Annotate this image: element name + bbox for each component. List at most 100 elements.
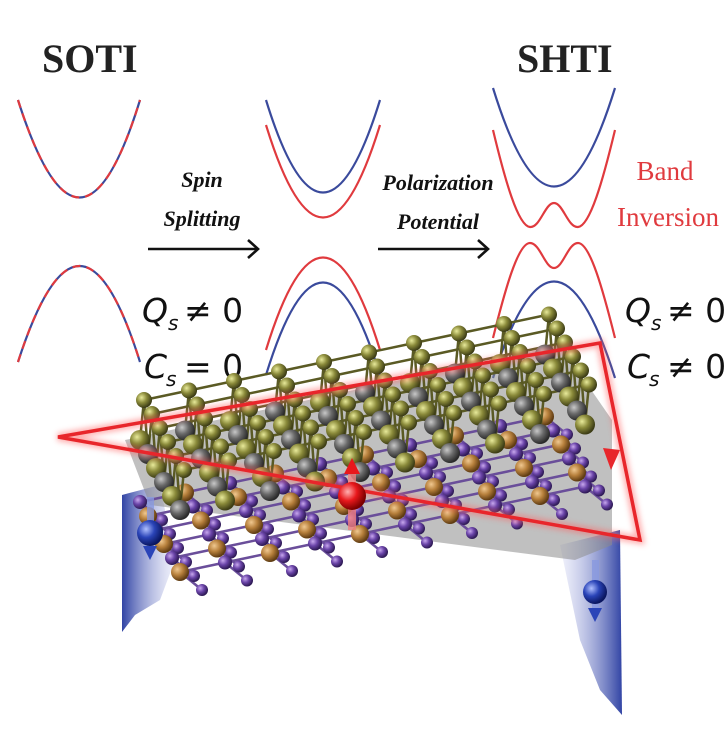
shti-q-subscript: s <box>651 311 661 335</box>
purple-atom <box>225 546 237 559</box>
purple-atom <box>246 495 258 507</box>
purple-atom <box>405 508 417 521</box>
olive-atom <box>266 443 282 459</box>
purple-atom <box>585 470 597 483</box>
purple-atom <box>488 498 502 513</box>
olive-atom <box>258 429 274 445</box>
purple-atom <box>413 522 425 535</box>
purple-atom <box>556 508 568 520</box>
polarization-potential-arrow <box>378 239 490 259</box>
olive-atom <box>485 433 505 454</box>
purple-atom <box>218 555 232 570</box>
orange-atom <box>568 463 586 482</box>
soti-valence-band-spin-overlay <box>16 264 142 363</box>
splitting-label: Splitting <box>163 206 240 231</box>
purple-atom <box>532 466 544 478</box>
olive-atom <box>324 368 340 384</box>
olive-atom <box>279 377 295 394</box>
right-hinge-state-curtain <box>560 530 622 715</box>
olive-atom <box>176 462 192 478</box>
olive-atom <box>395 452 415 473</box>
purple-atom <box>495 489 507 502</box>
olive-atom <box>573 362 589 379</box>
olive-atom <box>160 434 176 450</box>
purple-atom <box>239 504 253 518</box>
spin-label: Spin <box>181 167 223 192</box>
olive-atom <box>401 414 417 431</box>
soti-q-symbol: Q <box>142 291 168 330</box>
olive-atom <box>316 354 332 370</box>
purple-atom <box>569 442 581 455</box>
purple-atom <box>323 541 335 554</box>
soti-label: SOTI <box>42 36 138 81</box>
soti-c-subscript: s <box>166 367 176 391</box>
olive-atom <box>226 373 242 389</box>
purple-atom <box>255 532 269 546</box>
olive-atom <box>340 396 356 412</box>
olive-atom <box>414 349 430 365</box>
olive-atom <box>430 377 446 393</box>
gray-atom <box>170 500 190 520</box>
olive-atom <box>536 386 552 402</box>
olive-atom <box>459 339 475 356</box>
orange-atom <box>245 516 263 534</box>
olive-atom <box>385 386 401 403</box>
purple-atom <box>262 523 274 535</box>
split-lower-blue-band <box>264 281 382 376</box>
olive-atom <box>303 419 319 436</box>
olive-atom <box>528 372 544 388</box>
spin-splitting-arrow <box>148 239 260 259</box>
olive-atom <box>181 382 197 399</box>
purple-atom <box>286 565 298 577</box>
purple-atom <box>278 551 290 563</box>
purple-atom <box>466 527 478 539</box>
shti-q-symbol: Q <box>625 291 651 330</box>
shti-label: SHTI <box>517 36 613 81</box>
shti-upper-red-inverted-band <box>491 129 617 229</box>
olive-atom <box>520 358 536 374</box>
purple-atom <box>562 451 576 466</box>
olive-atom <box>541 306 557 323</box>
olive-atom <box>475 367 491 384</box>
purple-atom <box>548 494 560 506</box>
purple-atom <box>421 536 433 549</box>
olive-atom <box>213 438 229 455</box>
purple-atom <box>233 560 245 573</box>
olive-atom <box>491 395 507 412</box>
purple-atom <box>292 508 306 523</box>
purple-atom <box>299 499 311 512</box>
orange-atom <box>261 544 279 562</box>
soti-q-relation: ≠ 0 <box>184 291 243 330</box>
gray-atom <box>260 481 280 501</box>
olive-atom <box>504 330 520 346</box>
purple-atom <box>315 527 327 540</box>
inversion-label: Inversion <box>617 202 719 232</box>
purple-atom <box>368 532 380 544</box>
spin-down-electron-right <box>583 560 607 622</box>
purple-atom <box>426 457 438 469</box>
olive-atom <box>549 320 565 337</box>
purple-atom <box>172 542 184 554</box>
orange-atom <box>171 563 189 581</box>
orange-atom <box>478 482 496 501</box>
olive-atom <box>205 424 221 441</box>
purple-atom <box>419 466 433 480</box>
shti-q-relation: ≠ 0 <box>667 291 725 330</box>
purple-atom <box>525 475 539 489</box>
olive-atom <box>271 363 287 380</box>
olive-atom <box>446 405 462 421</box>
olive-atom <box>361 344 377 361</box>
shti-lower-red-inverted-band <box>491 241 617 339</box>
purple-atom <box>241 574 253 587</box>
split-bands <box>264 99 382 376</box>
soti-conduction-band-spin-overlay <box>16 99 142 199</box>
purple-atom <box>209 518 221 531</box>
olive-atom <box>575 414 595 435</box>
orange-atom <box>515 459 533 477</box>
olive-atom <box>136 392 152 408</box>
olive-atom <box>234 387 250 403</box>
potential-label: Potential <box>396 209 480 234</box>
shti-c-relation: ≠ 0 <box>667 347 725 386</box>
purple-atom <box>202 527 216 542</box>
